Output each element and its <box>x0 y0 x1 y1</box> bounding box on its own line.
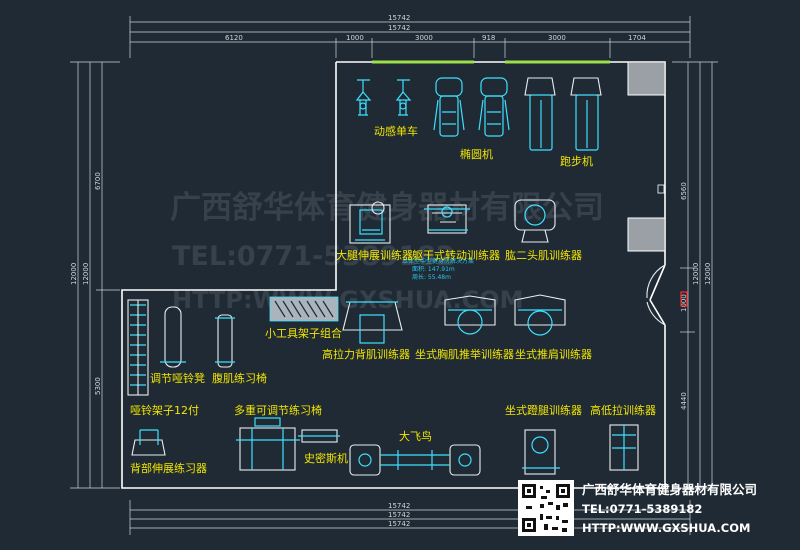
watermark-company: 广西舒华体育健身器材有限公司 <box>170 190 604 226</box>
label-leg-extension: 大腿伸展训练器 <box>336 248 413 262</box>
door-swing-arc <box>646 264 666 299</box>
dim-top-seg: 6120 <box>225 34 243 42</box>
fire-extinguisher-icon <box>680 291 688 307</box>
label-cable-crossover: 大飞鸟 <box>399 429 432 443</box>
label-dumbbell-bench: 调节哑铃凳 <box>150 371 205 385</box>
label-elliptical: 椭圆机 <box>460 147 493 161</box>
dim-right-outer: 12000 <box>692 263 700 285</box>
back-extension-bench <box>131 429 166 456</box>
label-high-low-pull: 高低拉训练器 <box>590 403 656 417</box>
socket-icon <box>657 184 665 194</box>
watermark-tel: TEL:0771-5389182 <box>172 241 455 272</box>
dim-top-seg: 3000 <box>415 34 433 42</box>
label-multi-bench: 多重可调节练习椅 <box>234 403 322 417</box>
right-dimensions: 6560 12000 12000 1000 4440 <box>672 61 718 489</box>
label-spin-bike: 动感单车 <box>374 124 418 138</box>
shoulder-press-machine <box>514 294 566 336</box>
cable-crossover <box>349 444 481 476</box>
label-smith: 史密斯机 <box>304 451 348 465</box>
ellipticals <box>433 77 510 137</box>
label-shoulder-press: 坐式推肩训练器 <box>515 347 592 361</box>
bottom-dimensions: 15742 15742 15742 <box>129 500 691 535</box>
seated-leg-press-machine <box>522 429 560 475</box>
label-treadmill: 跑步机 <box>560 154 593 168</box>
label-torso-rotation: 躯干式转动训练器 <box>412 248 500 262</box>
dim-bottom-total: 15742 <box>388 511 410 519</box>
label-lat-pulldown: 高拉力背肌训练器 <box>322 347 410 361</box>
label-chest-press: 坐式胸肌推举训练器 <box>415 347 514 361</box>
small-tool-rack <box>269 296 339 322</box>
dumbbell-rack <box>127 299 149 396</box>
dim-left-inner: 12000 <box>82 263 90 285</box>
dim-top-total-1: 15742 <box>388 14 410 22</box>
footer-tel: TEL:0771-5389182 <box>582 502 702 516</box>
smith-machine <box>298 429 340 443</box>
high-low-pull-machine <box>609 424 639 471</box>
top-dimensions: 15742 15742 6120 1000 3000 918 3000 1704 <box>129 14 691 58</box>
equipment-labels: 动感单车 椭圆机 跑步机 大腿伸展训练器 躯干式转动训练器 肱二头肌训练器 小工… <box>130 124 656 475</box>
dim-bottom-total: 15742 <box>388 520 410 528</box>
footer-company: 广西舒华体育健身器材有限公司 <box>582 482 757 497</box>
door <box>649 264 666 326</box>
dim-left-top: 6700 <box>94 172 102 190</box>
label-small-tool-rack: 小工具架子组合 <box>265 326 342 340</box>
label-seated-leg-press: 坐式蹬腿训练器 <box>505 403 582 417</box>
label-dumbbell-rack: 哑铃架子12付 <box>130 403 199 417</box>
area-note: 本体型中型健身房解决方案 面积: 147.91m 周长: 55.48m <box>402 257 474 281</box>
dim-right-bottom: 4440 <box>680 392 688 410</box>
torso-rotation-machine <box>424 204 470 234</box>
qr-code-pattern <box>522 484 570 532</box>
spin-bikes <box>355 79 412 116</box>
dim-top-seg: 1000 <box>346 34 364 42</box>
area-note-line: 本体型中型健身房解决方案 <box>402 257 474 265</box>
dim-left-bottom: 5300 <box>94 377 102 395</box>
column-right <box>627 217 666 252</box>
company-footer: 广西舒华体育健身器材有限公司 TEL:0771-5389182 HTTP:WWW… <box>518 480 757 536</box>
label-biceps: 肱二头肌训练器 <box>505 248 582 262</box>
column-top-right <box>627 61 666 96</box>
dim-top-seg: 3000 <box>548 34 566 42</box>
label-ab-bench: 腹肌练习椅 <box>212 371 267 385</box>
dim-right-mid: 1000 <box>680 294 688 312</box>
lat-pulldown-machine <box>342 301 403 344</box>
ab-bench <box>215 314 235 368</box>
dim-top-seg: 1704 <box>628 34 646 42</box>
multi-adjustable-bench <box>236 417 300 471</box>
label-back-extension: 背部伸展练习器 <box>130 461 207 475</box>
area-note-line: 周长: 55.48m <box>412 273 451 281</box>
dumbbell-bench <box>160 306 186 368</box>
left-dimensions: 12000 12000 6700 5300 <box>70 61 120 489</box>
dim-right-top: 6560 <box>680 182 688 200</box>
room-walls <box>121 60 688 489</box>
dim-left-outer: 12000 <box>70 263 78 285</box>
dim-right-inner: 12000 <box>704 263 712 285</box>
dim-top-seg: 918 <box>482 34 495 42</box>
area-note-line: 面积: 147.91m <box>412 265 455 273</box>
footer-url: HTTP:WWW.GXSHUA.COM <box>582 521 750 535</box>
dim-top-total-2: 15742 <box>388 24 410 32</box>
dim-bottom-total: 15742 <box>388 502 410 510</box>
chest-press-machine <box>444 295 496 335</box>
door-swing-arc <box>646 301 666 326</box>
biceps-machine <box>514 199 556 243</box>
treadmills <box>524 77 602 151</box>
leg-extension-machine <box>349 201 391 244</box>
